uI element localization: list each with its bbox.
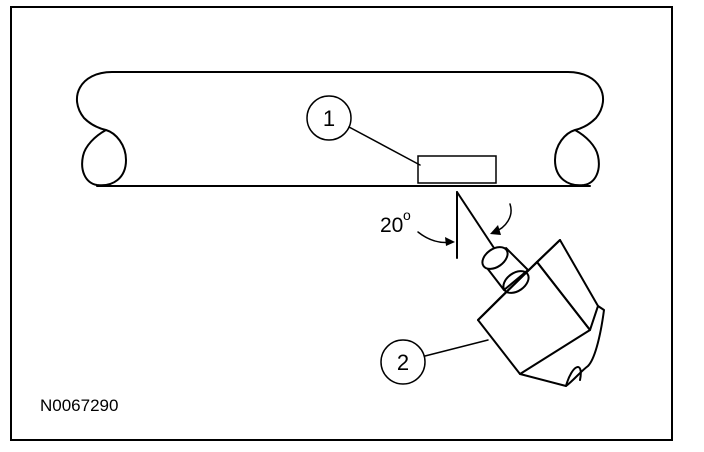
angle-arrowhead-left <box>445 237 455 246</box>
callout-2-leader <box>424 339 489 357</box>
angle-value: 20 <box>380 214 403 237</box>
aiming-tool-lens <box>481 246 530 294</box>
figure-frame <box>10 6 673 441</box>
callout-1-number: 1 <box>323 106 335 131</box>
angle-arrowhead-right <box>490 225 501 235</box>
aiming-tool <box>477 239 605 387</box>
sensor-module <box>417 155 497 184</box>
angle-degree-symbol: o <box>403 207 411 223</box>
callout-1-leader <box>348 126 421 166</box>
aim-beam-line <box>456 191 495 249</box>
callout-2-circle <box>380 339 426 385</box>
callout-1-circle <box>306 95 352 141</box>
callout-2-number: 2 <box>397 350 409 375</box>
figure-code: N0067290 <box>40 396 118 415</box>
